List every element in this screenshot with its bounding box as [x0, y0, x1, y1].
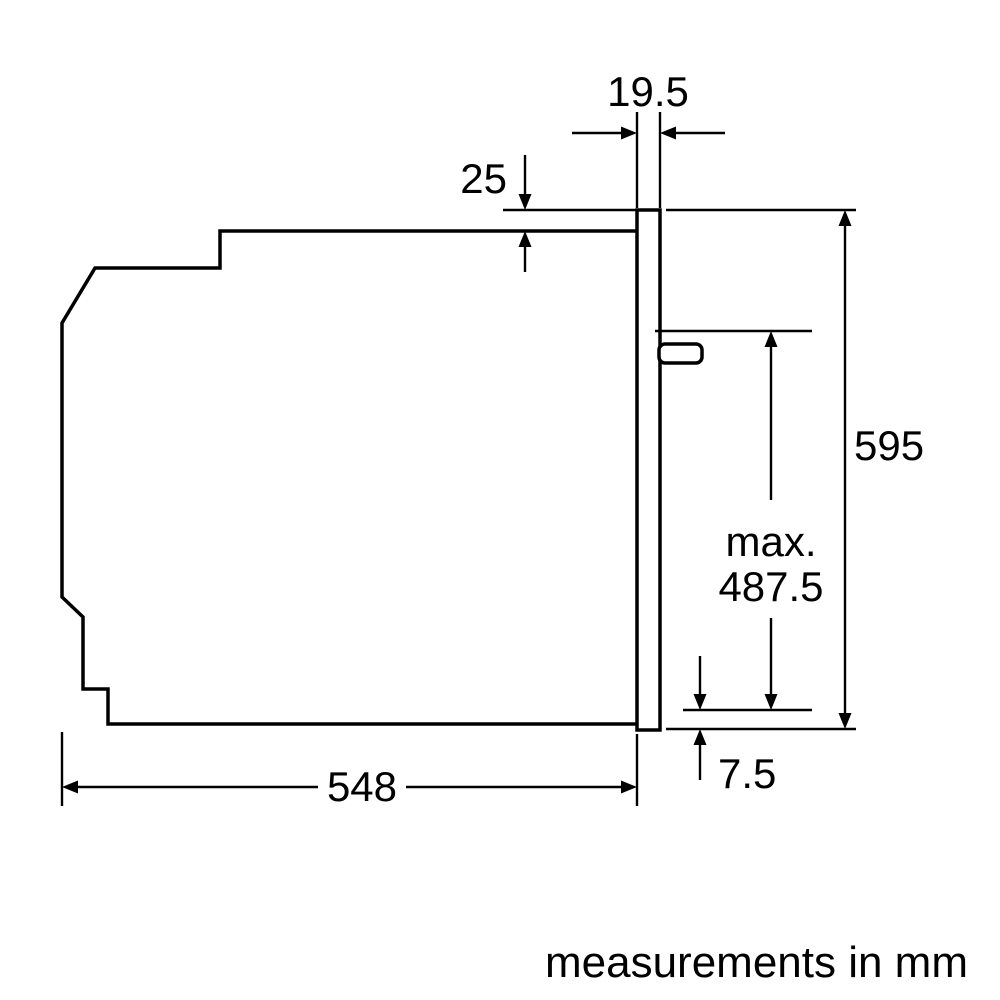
arrowhead-up-icon — [518, 231, 532, 247]
oven-door-panel — [635, 208, 662, 732]
dim-label-overall-height: 595 — [854, 422, 924, 469]
dimension-top-overhang: 25 — [460, 155, 637, 272]
oven-body — [60, 208, 704, 732]
oven-door-handle — [657, 342, 704, 365]
dimension-door-thickness: 19.5 — [572, 68, 725, 208]
arrowhead-up-icon — [838, 210, 852, 226]
arrowhead-left-icon — [660, 126, 676, 140]
arrowhead-down-icon — [693, 694, 707, 710]
dim-label-body-depth: 548 — [327, 763, 397, 810]
arrowhead-right-icon — [621, 126, 637, 140]
oven-body-outline — [60, 229, 637, 726]
dimension-bottom-clearance: 7.5 — [693, 656, 776, 797]
dimension-max-depth: max. 487.5 — [655, 329, 824, 712]
dim-label-bottom-clearance: 7.5 — [718, 750, 776, 797]
arrowhead-down-icon — [518, 194, 532, 210]
dim-label-max-prefix: max. — [725, 518, 816, 565]
arrowhead-up-icon — [764, 331, 778, 347]
arrowhead-left-icon — [62, 780, 78, 794]
dim-label-door-thickness: 19.5 — [607, 68, 689, 115]
dim-label-max-depth: 487.5 — [718, 563, 823, 610]
arrowhead-down-icon — [838, 713, 852, 729]
dim-label-top-overhang: 25 — [460, 155, 507, 202]
arrowhead-down-icon — [764, 694, 778, 710]
measurement-unit-note: measurements in mm — [545, 938, 968, 987]
arrowhead-up-icon — [693, 729, 707, 745]
arrowhead-right-icon — [621, 780, 637, 794]
dimension-overall-height: 595 — [666, 208, 924, 731]
dimension-body-depth: 548 — [60, 732, 639, 810]
